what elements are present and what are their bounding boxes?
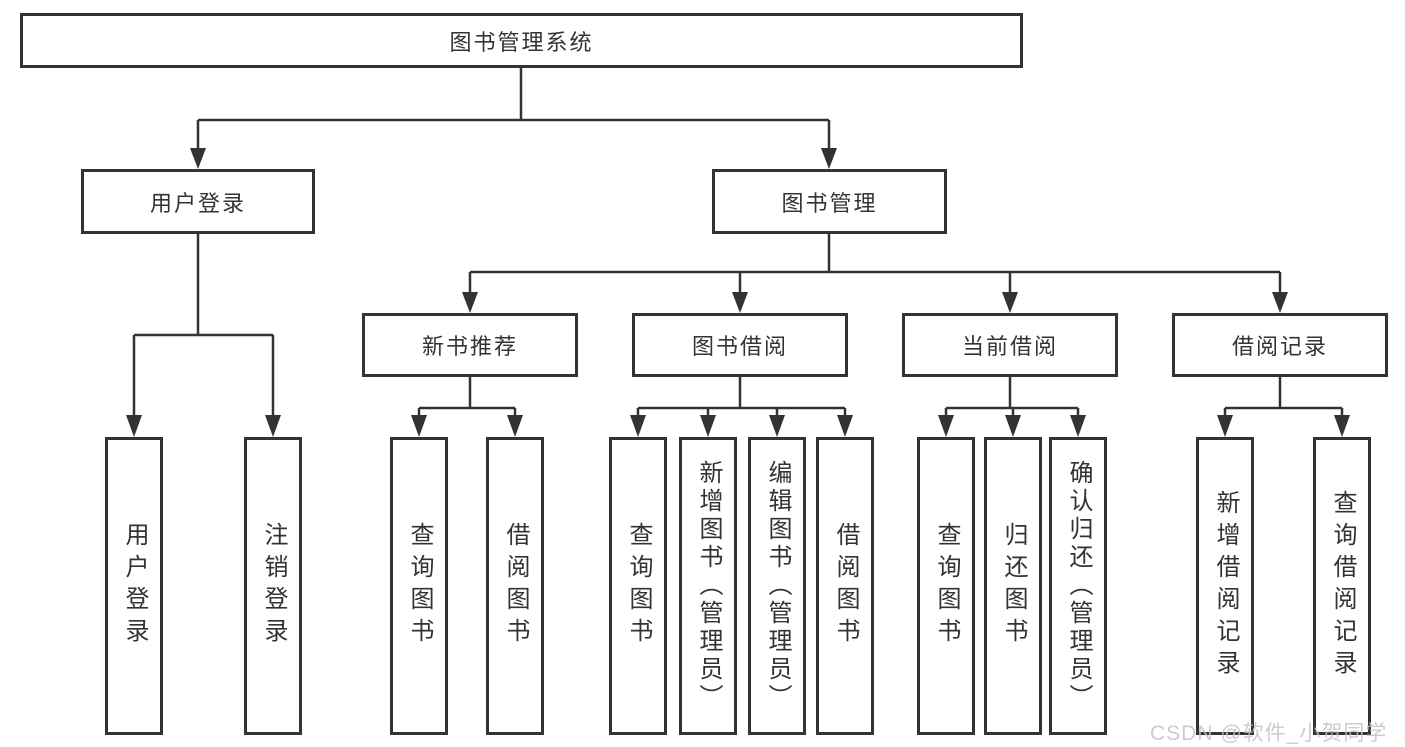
arrowhead <box>126 415 142 437</box>
watermark: CSDN @软件_小贺同学 <box>1150 722 1388 745</box>
arrowhead <box>190 148 206 169</box>
leaf-edit-books-admin: 编辑图书（管理员） <box>748 437 806 735</box>
arrowhead <box>411 415 427 437</box>
leaf-query-borrow-record: 查询借阅记录 <box>1313 437 1371 735</box>
node-current-borrowing: 当前借阅 <box>902 313 1118 377</box>
node-user-login: 用户登录 <box>81 169 315 234</box>
arrowhead <box>938 415 954 437</box>
node-library-management-system: 图书管理系统 <box>20 13 1023 68</box>
arrowhead <box>630 415 646 437</box>
node-borrowing-records: 借阅记录 <box>1172 313 1388 377</box>
leaf-query-books: 查询图书 <box>609 437 667 735</box>
node-new-book-recommendation: 新书推荐 <box>362 313 578 377</box>
arrowhead <box>769 415 785 437</box>
leaf-logout: 注销登录 <box>244 437 302 735</box>
arrowhead <box>1070 415 1086 437</box>
leaf-user-login: 用户登录 <box>105 437 163 735</box>
leaf-borrow-books: 借阅图书 <box>816 437 874 735</box>
arrowhead <box>837 415 853 437</box>
arrowhead <box>462 292 478 313</box>
leaf-add-borrow-record: 新增借阅记录 <box>1196 437 1254 735</box>
arrowhead <box>732 292 748 313</box>
leaf-borrow-books: 借阅图书 <box>486 437 544 735</box>
arrowhead <box>1334 415 1350 437</box>
arrowhead <box>1002 292 1018 313</box>
leaf-return-books: 归还图书 <box>984 437 1042 735</box>
leaf-query-books: 查询图书 <box>390 437 448 735</box>
node-book-borrowing: 图书借阅 <box>632 313 848 377</box>
arrowhead <box>1217 415 1233 437</box>
leaf-add-books-admin: 新增图书（管理员） <box>679 437 737 735</box>
arrowhead <box>507 415 523 437</box>
arrowhead <box>821 148 837 169</box>
arrowhead <box>1005 415 1021 437</box>
node-book-management: 图书管理 <box>712 169 947 234</box>
leaf-confirm-return-admin: 确认归还（管理员） <box>1049 437 1107 735</box>
arrowhead <box>700 415 716 437</box>
arrowhead <box>265 415 281 437</box>
leaf-query-books: 查询图书 <box>917 437 975 735</box>
arrowhead <box>1272 292 1288 313</box>
